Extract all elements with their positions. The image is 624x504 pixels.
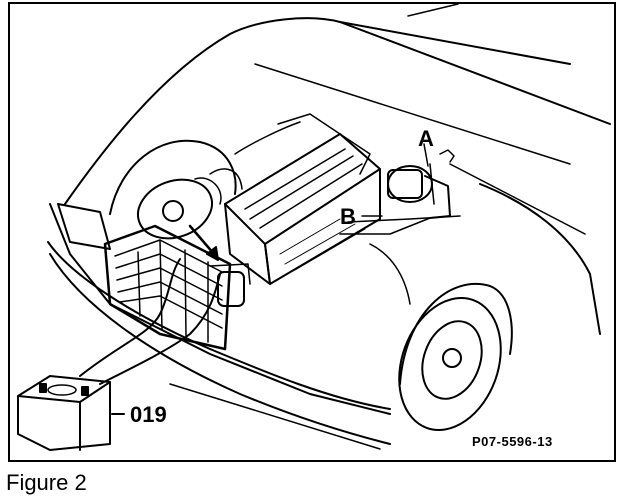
engine-side (264, 168, 381, 285)
car-engine-bay-drawing (17, 4, 611, 451)
right-wheel-rim (421, 320, 483, 400)
valve-cover (224, 133, 381, 245)
diagram-figure: A B 019 P07-5596-13 (8, 2, 616, 462)
cable-negative (99, 273, 221, 385)
arrow-indicator (188, 224, 219, 261)
hose-1 (209, 168, 243, 190)
engine-bay-edge (234, 121, 301, 155)
front-body (49, 203, 391, 415)
engine-detail (279, 218, 366, 271)
right-wheel-hub (442, 348, 462, 368)
hood-inner-edge (254, 63, 571, 165)
cable-ground (369, 243, 411, 305)
alternator-bracket (209, 263, 251, 285)
label-a: A (418, 126, 434, 151)
component-a (387, 143, 455, 219)
left-wheel-arch (109, 139, 237, 215)
bumper-lower-lip (169, 383, 381, 450)
radiator-grille (103, 224, 232, 351)
right-fender (479, 183, 601, 335)
label-b: B (340, 204, 356, 229)
hood-outline (64, 17, 571, 205)
hood-prop (407, 4, 459, 17)
left-wheel-hub (162, 200, 184, 222)
front-bumper-bottom (49, 253, 391, 445)
left-strut (194, 177, 222, 205)
valve-cover-ribs (244, 148, 363, 229)
reference-code: P07-5596-13 (472, 434, 553, 449)
cable-positive (79, 258, 181, 377)
front-bumper-top (47, 241, 391, 410)
hood-rear-edge (339, 21, 611, 125)
label-part-019: 019 (130, 402, 167, 427)
intake-manifold (277, 113, 371, 175)
battery-019 (17, 375, 111, 451)
left-wheel (137, 178, 213, 240)
right-fender-top (449, 163, 586, 235)
right-wheel-arch (399, 282, 513, 385)
figure-caption: Figure 2 (6, 470, 87, 495)
alternator (217, 271, 245, 307)
component-b-line (347, 215, 461, 223)
right-wheel (398, 297, 502, 431)
headlight (57, 203, 111, 250)
brake-line (339, 217, 431, 235)
